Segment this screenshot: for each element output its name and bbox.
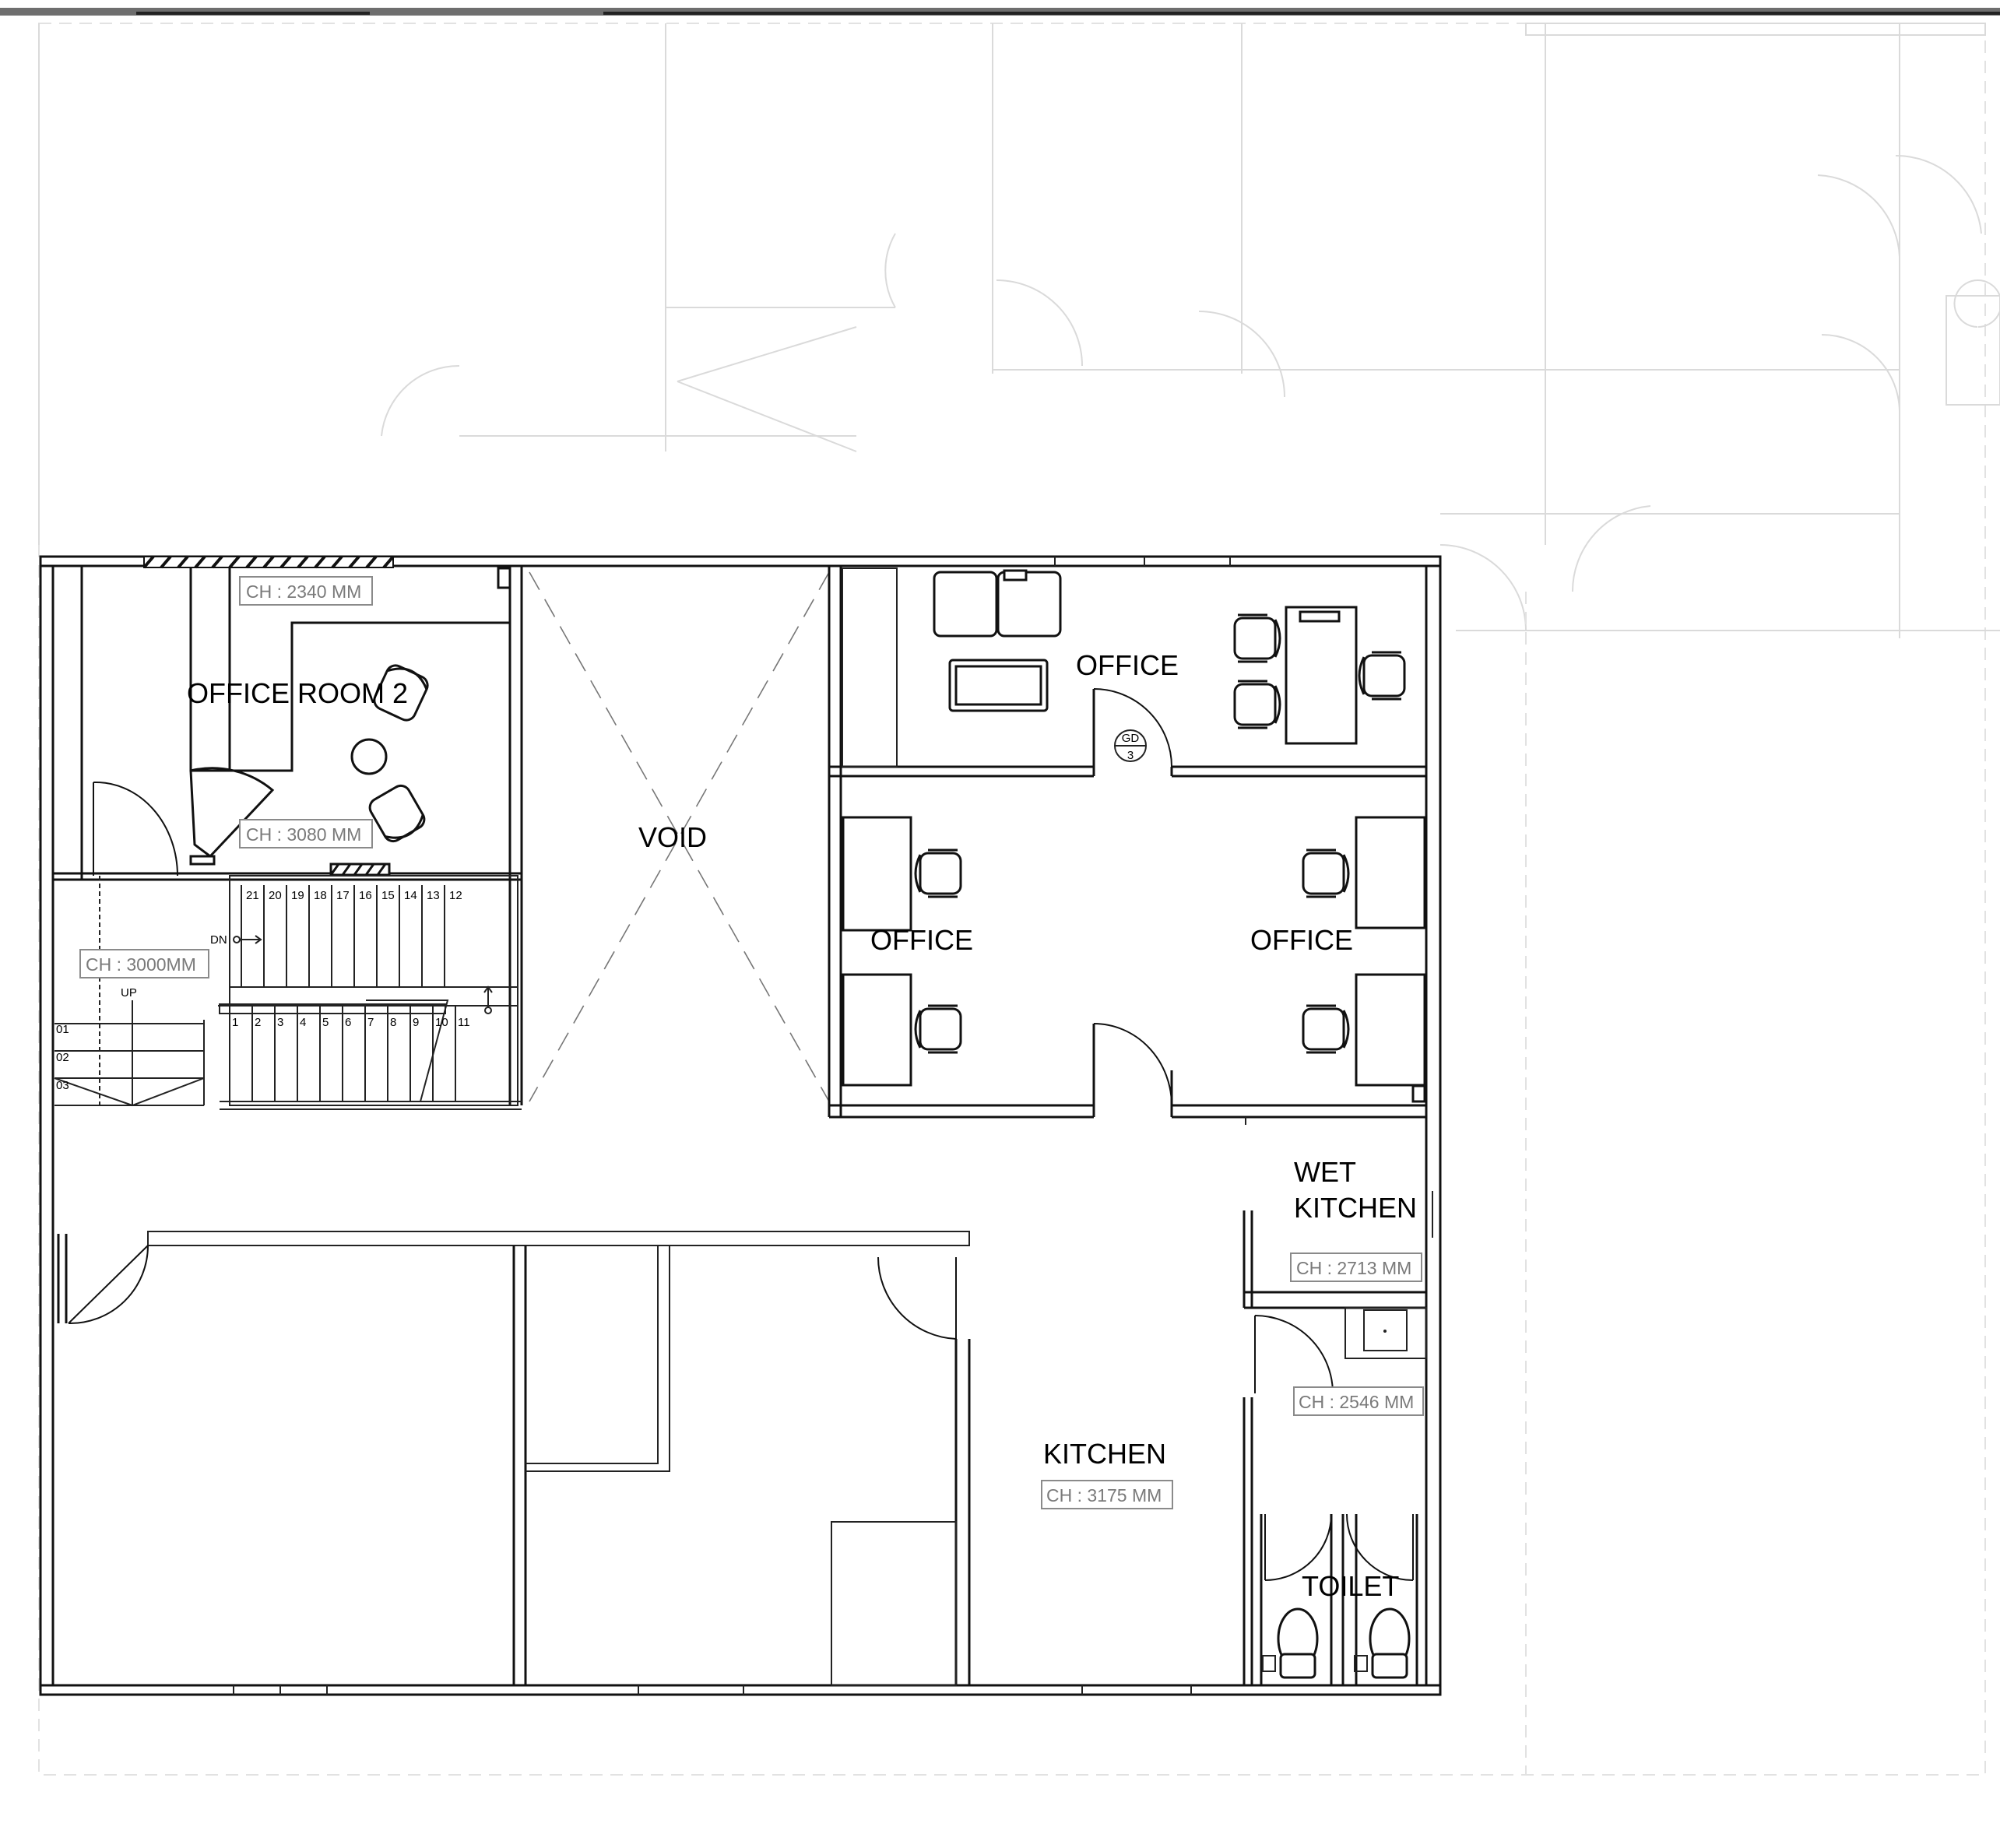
ceiling-height-tag: CH : 3000MM — [79, 949, 209, 978]
door-swing-icon — [1093, 1023, 1172, 1106]
stair-step-number: 9 — [413, 1016, 419, 1029]
stair-step-number: 18 — [314, 889, 327, 902]
door-swing-icon — [877, 1256, 957, 1340]
office-chair-icon — [1233, 613, 1281, 663]
stair-step-number: 12 — [449, 889, 462, 902]
door-tag-bottom: 3 — [1127, 749, 1134, 762]
door-swing-icon — [1264, 1513, 1332, 1581]
ceiling-height-tag: CH : 2546 MM — [1293, 1386, 1424, 1416]
room-label-void: VOID — [638, 821, 707, 853]
wet-kitchen-toilet-block — [1243, 1210, 1427, 1685]
office-chair-icon — [1358, 651, 1406, 701]
stair-step-number: 5 — [322, 1016, 329, 1029]
ghost-background-plan — [38, 23, 2000, 1776]
stair-step-number: 03 — [56, 1079, 69, 1092]
room-label-wet-kitchen: KITCHEN — [1294, 1192, 1417, 1224]
stair-step-number: 20 — [269, 889, 282, 902]
stair-step-number: 8 — [390, 1016, 396, 1029]
stair-step-number: 17 — [336, 889, 350, 902]
top-strip — [0, 8, 2000, 16]
stair-step-number: 1 — [232, 1016, 238, 1029]
office-chair-icon — [1302, 848, 1350, 898]
armchair-icon — [373, 664, 429, 722]
exterior-walls — [39, 555, 1442, 1696]
stair-step-number: 3 — [277, 1016, 283, 1029]
door-swing-icon — [68, 1245, 149, 1325]
door-tag-top: GD — [1122, 732, 1140, 745]
void-area — [529, 571, 830, 1102]
office-block: GD 3 — [828, 566, 1426, 1125]
office-room-2-area — [53, 566, 523, 1105]
room-label-office-right: OFFICE — [1250, 924, 1353, 956]
toilet-icon — [1354, 1607, 1411, 1679]
stair-up-label: UP — [121, 986, 137, 1000]
door-swing-icon — [1346, 1513, 1414, 1581]
ceiling-height-tag: CH : 2713 MM — [1290, 1252, 1422, 1282]
stair-step-number: 11 — [458, 1016, 470, 1029]
room-label-kitchen: KITCHEN — [1043, 1438, 1166, 1470]
ceiling-height-tag: CH : 2340 MM — [239, 576, 373, 606]
armchair-icon — [368, 784, 426, 843]
door-swing-icon — [93, 781, 178, 877]
stair-step-number: 6 — [345, 1016, 351, 1029]
room-label-office-left: OFFICE — [870, 924, 973, 956]
svg-text:CH : 3000MM: CH : 3000MM — [86, 954, 196, 975]
stair-step-number: 15 — [381, 889, 395, 902]
ceiling-height-tag: CH : 3175 MM — [1041, 1480, 1173, 1509]
svg-text:CH : 2340 MM: CH : 2340 MM — [246, 581, 361, 602]
svg-text:CH : 2546 MM: CH : 2546 MM — [1299, 1392, 1414, 1412]
stair-step-number: 2 — [255, 1016, 261, 1029]
door-tag: GD 3 — [1114, 729, 1147, 762]
stair-step-number: 16 — [359, 889, 372, 902]
svg-text:CH : 2713 MM: CH : 2713 MM — [1296, 1258, 1411, 1278]
stair-dn-label: DN — [210, 933, 227, 947]
svg-text:CH : 3080 MM: CH : 3080 MM — [246, 824, 361, 845]
room-label-office-room-2: OFFICE ROOM 2 — [187, 677, 408, 709]
stair-step-number: 01 — [56, 1023, 69, 1036]
room-label-wet: WET — [1294, 1156, 1356, 1188]
stair-step-number: 13 — [427, 889, 440, 902]
lower-partitions — [57, 1231, 971, 1686]
stair-step-number: 4 — [300, 1016, 306, 1029]
stair-step-number: 14 — [404, 889, 417, 902]
office-chair-icon — [914, 1004, 962, 1054]
ceiling-height-tag: CH : 3080 MM — [239, 819, 373, 848]
toilet-icon — [1262, 1607, 1319, 1679]
office-chair-icon — [1302, 1004, 1350, 1054]
office-chair-icon — [1233, 680, 1281, 729]
door-swing-icon — [1254, 1315, 1334, 1394]
svg-text:CH : 3175 MM: CH : 3175 MM — [1046, 1485, 1162, 1505]
stair-step-number: 21 — [246, 889, 259, 902]
room-label-office-top: OFFICE — [1076, 649, 1179, 681]
office-chair-icon — [914, 848, 962, 898]
room-label-toilet: TOILET — [1302, 1570, 1399, 1602]
door-swing-icon — [1093, 688, 1172, 768]
stair-step-number: 19 — [291, 889, 304, 902]
stair-step-number: 02 — [56, 1051, 69, 1064]
stair-step-number: 10 — [435, 1016, 448, 1029]
stair-step-number: 7 — [367, 1016, 374, 1029]
